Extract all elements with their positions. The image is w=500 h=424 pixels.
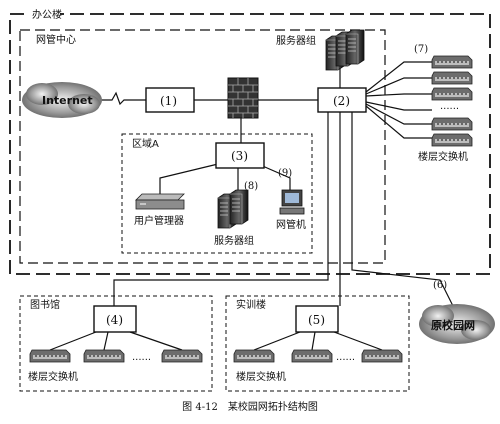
floor-switch-right-3 [431,87,473,101]
server-group-zone-icon [217,189,249,229]
network-center-label: 网管中心 [36,33,76,46]
floor-switch-training-3 [361,349,403,363]
user-manager-label: 用户管理器 [134,214,184,227]
node-4-box [93,305,137,333]
library-zone [19,295,213,392]
nms-machine-label: 网管机 [276,218,306,231]
floor-switch-library-2 [83,349,125,363]
floor-switch-right-5 [431,133,473,147]
training-dots: ...... [336,352,355,363]
training-building-label: 实训楼 [236,298,266,311]
floor-switch-stack-library [29,349,203,363]
old-campus-cloud: 原校园网 [419,304,495,344]
server-group-top-icon [325,29,365,71]
server-group-top-label: 服务器组 [276,34,316,47]
floor-switch-right-dots: ...... [440,101,459,112]
office-building-zone [9,13,491,275]
node-4-label: (4) [106,313,123,327]
floor-switch-training-label: 楼层交换机 [236,370,286,383]
floor-switch-training-1 [233,349,275,363]
zone-a [121,133,313,254]
link-7-label: (7) [414,44,428,55]
server-group-zone-label: 服务器组 [214,234,254,247]
internet-label: Internet [42,94,93,107]
floor-switch-training-2 [291,349,333,363]
office-building-label: 办公楼 [32,8,62,21]
internet-cloud: Internet [22,82,102,118]
node-2-label: (2) [333,94,350,108]
node-3-label: (3) [231,149,248,163]
floor-switch-stack-training [233,349,403,363]
zone-a-label: 区域A [132,137,159,150]
node-5-label: (5) [308,313,325,327]
training-building-zone [225,295,410,392]
floor-switch-right-2 [431,71,473,85]
node-2-box [317,87,367,113]
link-6-label: (6) [433,280,447,291]
node-1-box [145,87,195,113]
floor-switch-library-label: 楼层交换机 [28,370,78,383]
floor-switch-library-3 [161,349,203,363]
old-campus-label: 原校园网 [431,318,475,332]
node-1-label: (1) [160,94,177,108]
link-8-label: (8) [244,181,258,192]
node-3-box [215,142,265,169]
library-dots: ...... [132,352,151,363]
floor-switch-right-label: 楼层交换机 [418,150,468,163]
library-label: 图书馆 [30,298,60,311]
node-5-box [295,305,339,333]
link-9-label: (9) [278,168,292,179]
nms-computer-icon [279,189,305,215]
floor-switch-right-1 [431,55,473,69]
connection-lines [49,61,456,351]
figure-caption: 图 4-12 某校园网拓扑结构图 [182,400,318,413]
user-manager-icon [135,193,185,210]
network-center-zone [19,29,386,264]
firewall-icon [227,77,259,119]
floor-switch-right-4 [431,117,473,131]
floor-switch-library-1 [29,349,71,363]
